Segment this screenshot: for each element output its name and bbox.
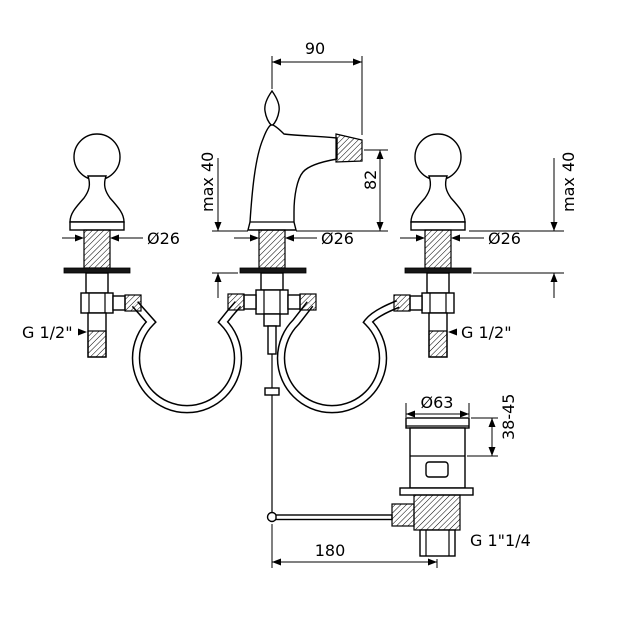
dim-dia26-left-label: Ø26 <box>147 229 180 248</box>
popup-linkage-block <box>263 313 281 327</box>
dim-waste-offset: 180 <box>271 524 438 568</box>
flex-hose-left <box>131 301 243 414</box>
spout-finial <box>264 89 280 127</box>
left-deck-washer <box>63 267 131 274</box>
right-handle-assembly <box>393 133 472 358</box>
waste-lower-flange <box>399 487 474 496</box>
right-thread-shaft <box>424 229 452 269</box>
dim-g12-right-label: G 1/2" <box>461 323 512 342</box>
dim-waste-deck-range: 38-45 <box>467 394 518 457</box>
right-handle-bell <box>410 175 466 223</box>
flex-hose-right <box>276 300 400 414</box>
left-hose-port <box>112 295 126 311</box>
dim-max-deck-right: max 40 <box>469 152 578 298</box>
tee-hose-nut-right <box>299 293 317 311</box>
dim-dia26-center: Ø26 <box>234 229 354 248</box>
waste-drain-assembly <box>391 417 474 557</box>
spout-shaft-lower <box>260 272 284 291</box>
dim-g114-label: G 1"1/4 <box>470 531 531 550</box>
dim-90-label: 90 <box>305 39 325 58</box>
waste-lower-body <box>413 494 461 531</box>
dim-g12-left-label: G 1/2" <box>22 323 73 342</box>
dim-waste-thread: G 1"1/4 <box>470 531 531 550</box>
dim-max40-left-label: max 40 <box>198 152 217 212</box>
dim-dia26-right-label: Ø26 <box>488 229 521 248</box>
popup-horizontal-rod <box>275 514 393 521</box>
popup-rod-knob <box>264 387 280 396</box>
popup-rod-upper <box>267 325 277 355</box>
right-handle-base-skirt <box>410 221 466 231</box>
left-handle-ball <box>73 133 121 181</box>
dim-dia63-label: Ø63 <box>421 393 454 412</box>
right-hose-port <box>409 295 423 311</box>
dim-dia26-right: Ø26 <box>400 229 521 248</box>
left-hose-nut <box>124 294 142 312</box>
dim-spout-height: 82 <box>296 149 388 232</box>
dim-spout-reach: 90 <box>271 39 363 135</box>
waste-rod-connector <box>391 503 415 527</box>
left-thread-shaft <box>83 229 111 269</box>
spout-tee-body <box>255 289 289 315</box>
dim-thread-left: G 1/2" <box>22 323 87 342</box>
right-inlet-thread <box>428 330 448 358</box>
dim-max40-right-label: max 40 <box>559 152 578 212</box>
right-deck-washer <box>404 267 472 274</box>
popup-ball-joint <box>266 511 278 523</box>
spout-body <box>247 124 338 231</box>
right-handle-ball <box>414 133 462 181</box>
dim-dia26-left: Ø26 <box>62 229 180 248</box>
tee-port-left <box>243 294 257 310</box>
right-valve-nut <box>421 292 455 314</box>
left-shaft-lower <box>85 272 109 294</box>
tee-hose-nut-left <box>227 293 245 311</box>
left-handle-bell <box>69 175 125 223</box>
dim-180-label: 180 <box>315 541 346 560</box>
waste-tailpipe <box>419 529 456 557</box>
spout-aerator <box>335 133 363 163</box>
dim-max-deck-left: max 40 <box>198 152 248 298</box>
spout-thread-shaft <box>258 229 286 269</box>
dim-dia26-center-label: Ø26 <box>321 229 354 248</box>
dim-dia63: Ø63 <box>405 393 470 418</box>
left-handle-base-skirt <box>69 221 125 231</box>
left-valve-nut <box>80 292 114 314</box>
dim-38-45-label: 38-45 <box>499 394 518 441</box>
right-hose-nut <box>393 294 411 312</box>
center-spout-assembly <box>227 89 393 523</box>
right-shaft-lower <box>426 272 450 294</box>
waste-overflow-slot <box>425 461 449 478</box>
waste-upper-body <box>409 427 466 489</box>
spout-deck-washer <box>239 267 307 274</box>
left-handle-assembly <box>63 133 142 358</box>
tee-port-right <box>287 294 301 310</box>
dim-82-label: 82 <box>361 170 380 190</box>
left-inlet-thread <box>87 330 107 358</box>
dim-thread-right: G 1/2" <box>448 323 512 342</box>
